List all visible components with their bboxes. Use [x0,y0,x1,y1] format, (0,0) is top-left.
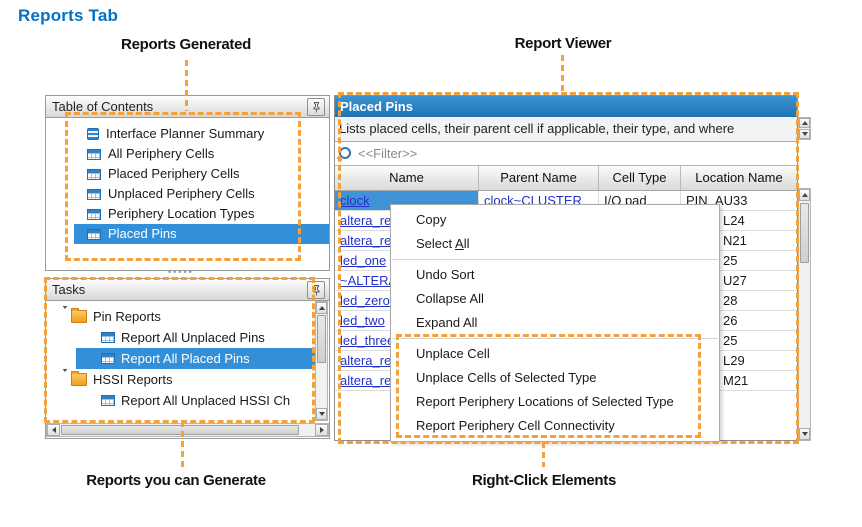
cell-name-link[interactable]: altera_re [340,233,392,248]
annotation-report-viewer: Report Viewer [514,35,612,52]
context-menu: Copy Select All Undo Sort Collapse All E… [390,204,720,442]
tasks-folder-hssi-reports[interactable]: HSSI Reports [46,369,329,390]
menu-item-select-all[interactable]: Select All [416,236,470,251]
menu-item-report-periphery-locations-of-selected-type[interactable]: Report Periphery Locations of Selected T… [416,394,674,409]
scroll-right-icon[interactable] [315,424,328,436]
tasks-title: Tasks [52,282,86,297]
cell-location: N21 [723,233,747,248]
scroll-up-icon[interactable] [799,118,810,128]
cell-name-link[interactable]: altera_re [340,373,392,388]
report-title-bar: Placed Pins [335,96,797,117]
cell-name-link[interactable]: altera_re [340,213,392,228]
report-description: Lists placed cells, their parent cell if… [335,117,797,142]
table-icon [101,332,115,343]
connector-report-viewer [561,55,564,91]
scrollbar-thumb[interactable] [317,315,326,363]
column-header-name[interactable]: Name [335,166,479,190]
folder-icon [71,308,87,323]
connector-right-click-elements [542,442,545,467]
tasks-item-report-all-unplaced-pins[interactable]: Report All Unplaced Pins [46,327,329,348]
tasks-tree: Pin Reports Report All Unplaced Pins Rep… [46,301,329,425]
chevron-down-icon[interactable] [61,306,71,327]
table-of-contents-panel: Table of Contents Interface Planner Summ… [45,95,330,271]
table-icon [101,353,115,364]
menu-item-unplace-cells-of-selected-type[interactable]: Unplace Cells of Selected Type [416,370,597,385]
toc-item-placed-periphery-cells[interactable]: Placed Periphery Cells [46,164,329,184]
toc-item-placed-pins[interactable]: Placed Pins [74,224,329,244]
menu-item-report-periphery-cell-connectivity[interactable]: Report Periphery Cell Connectivity [416,418,615,433]
filter-bar [335,142,797,166]
table-header-row: Name Parent Name Cell Type Location Name [335,166,797,191]
annotation-reports-generated: Reports Generated [121,36,251,53]
table-icon [87,168,101,180]
cell-location: 26 [723,313,738,328]
table-icon [87,148,101,160]
toc-item-unplaced-periphery-cells[interactable]: Unplaced Periphery Cells [46,184,329,204]
filter-input[interactable] [356,145,740,162]
scroll-up-icon[interactable] [799,189,810,201]
annotation-reports-you-can-generate: Reports you can Generate [86,472,266,489]
menu-item-undo-sort[interactable]: Undo Sort [416,267,475,282]
toc-item-interface-planner-summary[interactable]: Interface Planner Summary [46,124,329,144]
menu-separator [392,338,718,339]
menu-item-collapse-all[interactable]: Collapse All [416,291,484,306]
tasks-folder-pin-reports[interactable]: Pin Reports [46,306,329,327]
cell-location: U27 [723,273,747,288]
cell-name-link[interactable]: ~ALTERA [340,273,398,288]
tasks-header: Tasks [46,279,329,301]
annotation-right-click-elements: Right-Click Elements [471,472,617,489]
column-header-parent-name[interactable]: Parent Name [479,166,599,190]
cell-location: 25 [723,253,738,268]
tasks-horizontal-scrollbar[interactable] [46,423,329,437]
connector-reports-you-can-generate [181,421,184,467]
tasks-item-report-all-placed-pins[interactable]: Report All Placed Pins [76,348,315,369]
tasks-vertical-scrollbar[interactable] [315,301,328,421]
description-scrollbar[interactable] [798,117,811,140]
table-icon [87,188,101,200]
scroll-left-icon[interactable] [47,424,60,436]
cell-name-link[interactable]: led_three [340,333,395,348]
pin-icon[interactable] [307,281,325,299]
scrollbar-thumb[interactable] [61,425,299,435]
cell-location: L29 [723,353,745,368]
scroll-down-icon[interactable] [799,129,810,139]
summary-icon [87,128,99,140]
column-header-location-name[interactable]: Location Name [695,170,783,185]
cell-name-link[interactable]: altera_re [340,353,392,368]
pin-icon[interactable] [307,98,325,116]
table-icon [87,228,101,240]
scrollbar-thumb[interactable] [800,203,809,263]
cell-name-link[interactable]: led_two [340,313,385,328]
cell-location: M21 [723,373,749,388]
menu-separator [392,259,718,260]
table-vertical-scrollbar[interactable] [798,188,811,441]
table-icon [87,208,101,220]
cell-name-link[interactable]: led_one [340,253,387,268]
table-of-contents-title: Table of Contents [52,99,154,114]
menu-item-copy[interactable]: Copy [416,212,447,227]
panel-splitter-handle[interactable]: ••••• [168,267,194,277]
scroll-down-icon[interactable] [799,428,810,440]
page-title: Reports Tab [18,6,119,25]
scroll-up-icon[interactable] [316,302,327,314]
column-header-cell-type[interactable]: Cell Type [599,166,681,190]
cell-location: 25 [723,333,738,348]
chevron-down-icon[interactable] [61,369,71,390]
menu-item-unplace-cell[interactable]: Unplace Cell [416,346,490,361]
cell-location: L24 [723,213,745,228]
folder-icon [71,371,87,386]
table-icon [101,395,115,406]
tasks-panel: Tasks Pin Reports Report All Unplaced Pi… [45,278,330,439]
connector-reports-generated [185,60,188,111]
tasks-item-report-all-unplaced-hssi[interactable]: Report All Unplaced HSSI Ch [46,390,329,411]
toc-item-periphery-location-types[interactable]: Periphery Location Types [46,204,329,224]
scroll-down-icon[interactable] [316,408,327,420]
cell-name-link[interactable]: clock [340,193,370,208]
cell-location: 28 [723,293,738,308]
table-of-contents-list: Interface Planner Summary All Periphery … [46,118,329,244]
search-icon [339,146,351,159]
menu-item-expand-all[interactable]: Expand All [416,315,478,330]
cell-name-link[interactable]: led_zero [340,293,390,308]
toc-item-all-periphery-cells[interactable]: All Periphery Cells [46,144,329,164]
